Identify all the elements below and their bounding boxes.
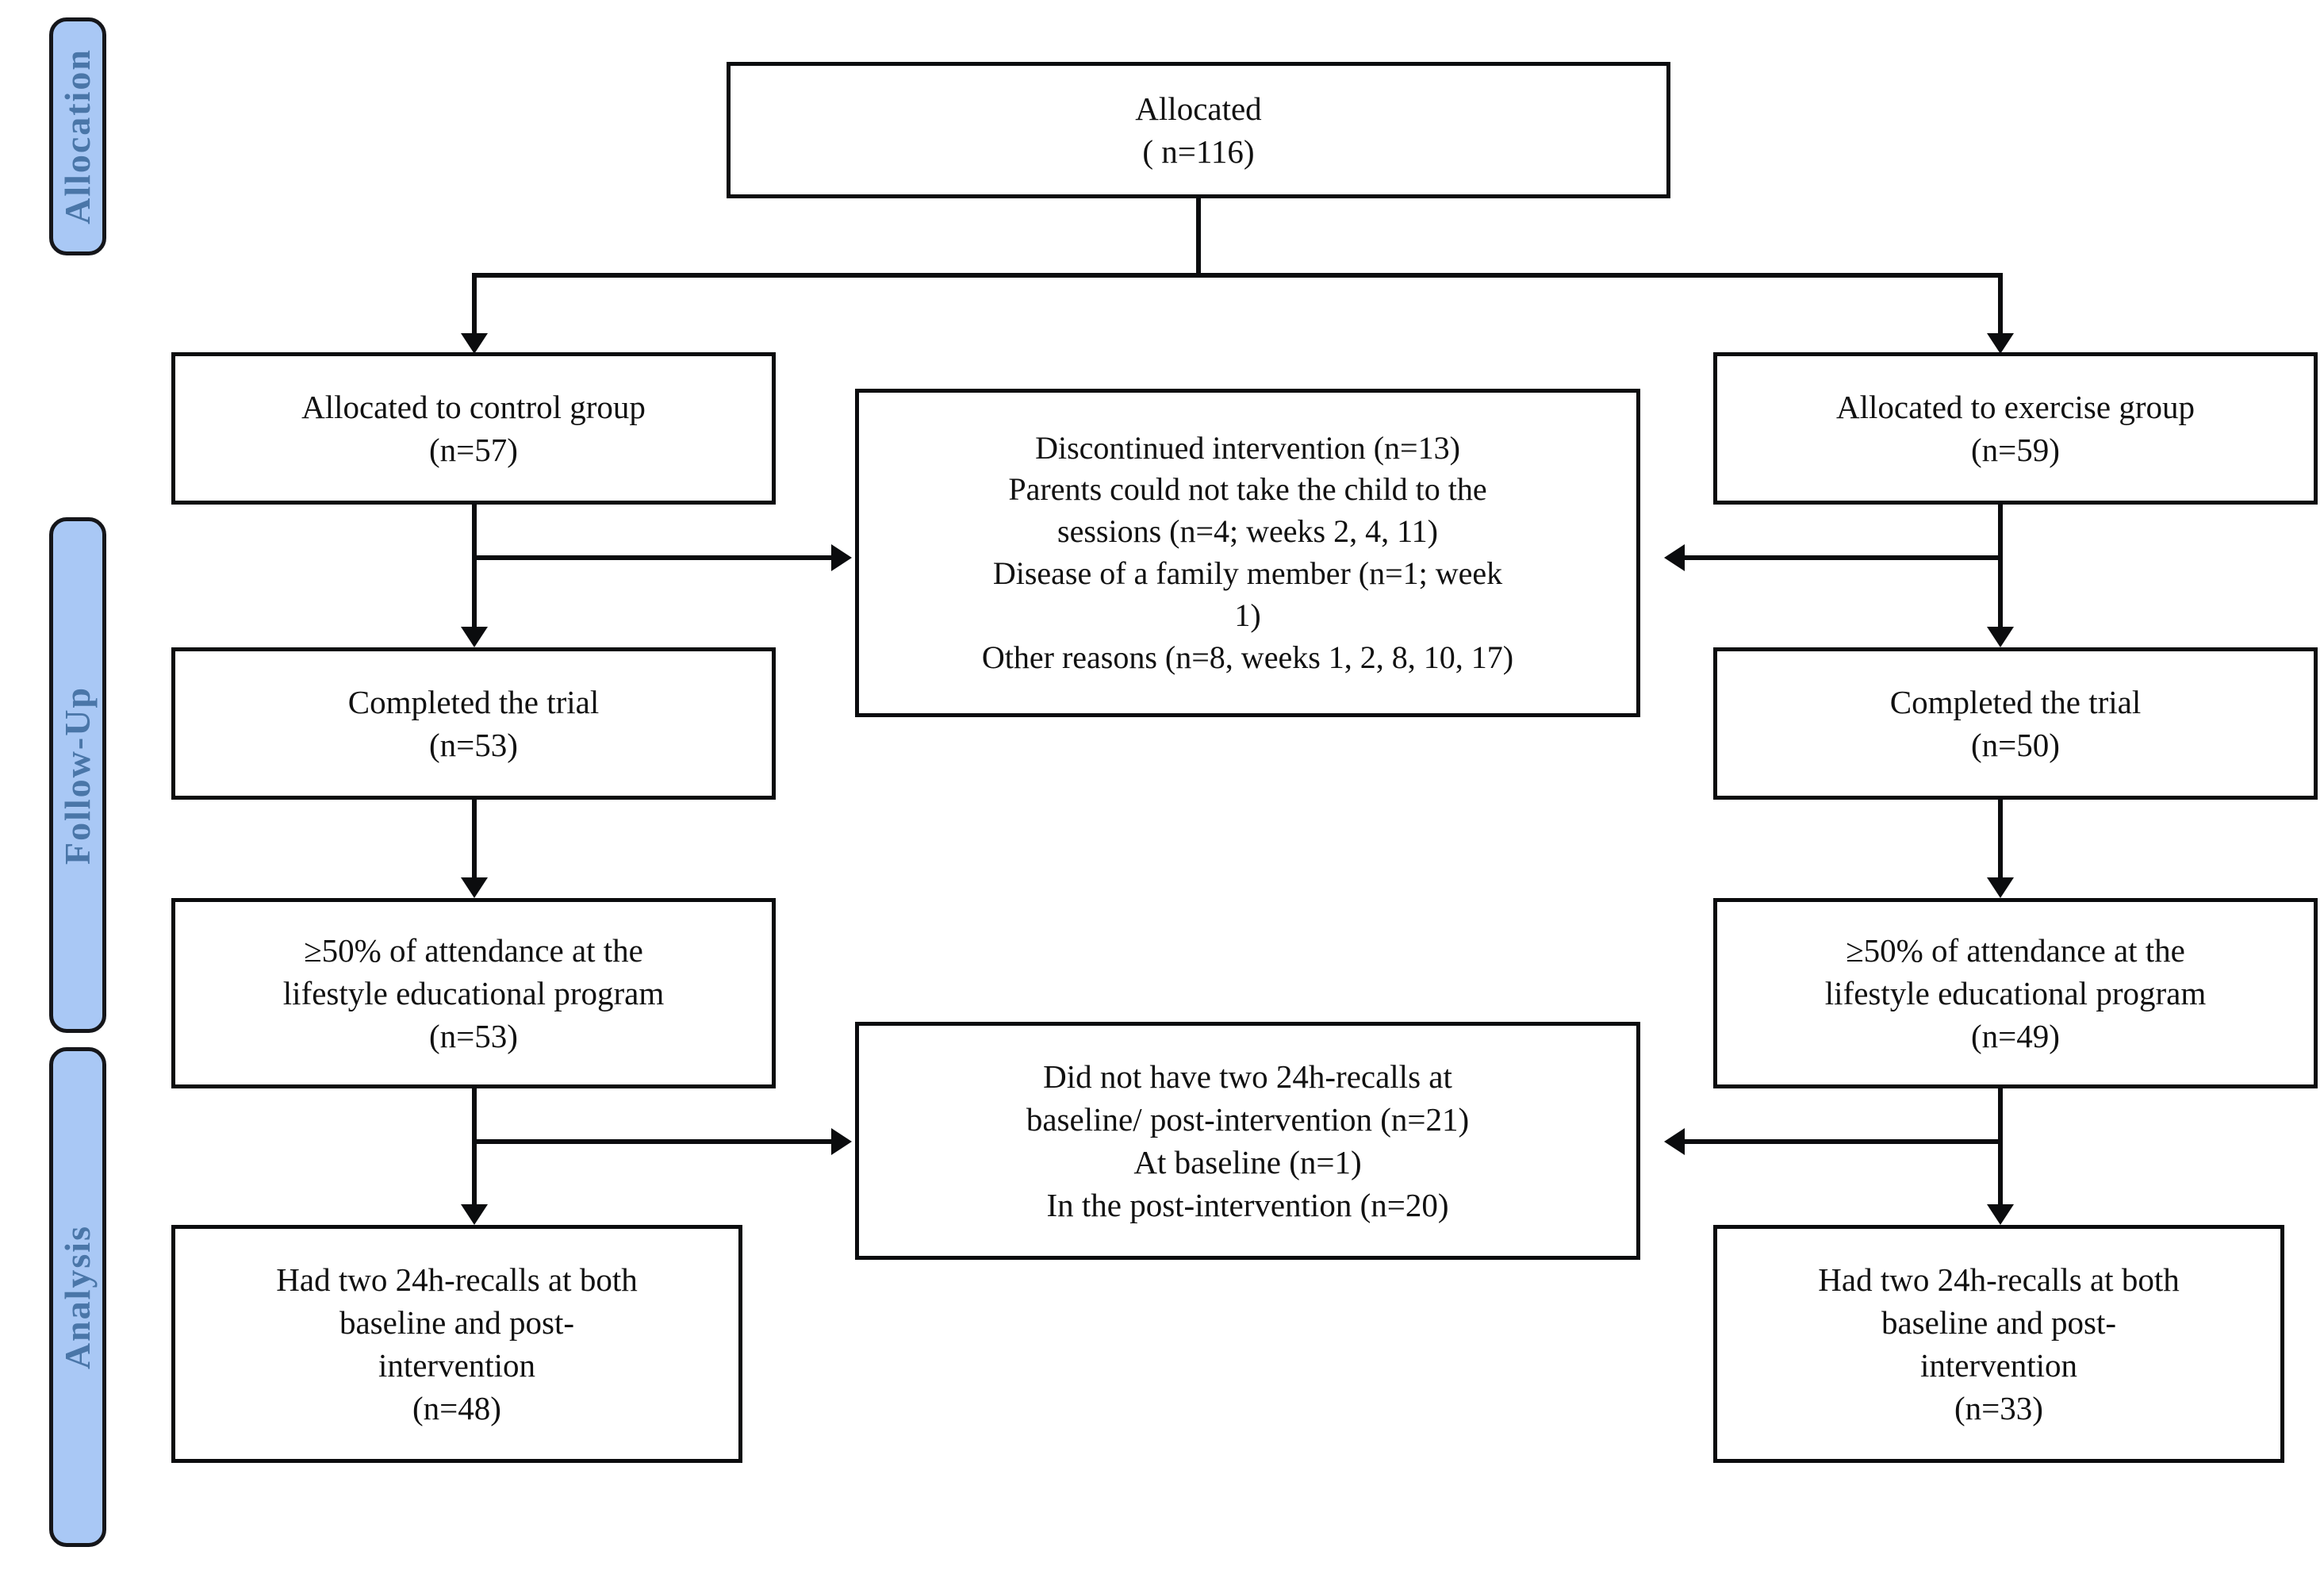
connector-exercise-alloc-stem xyxy=(1998,505,2003,631)
node-exercise-attendance-line-1: ≥50% of attendance at the xyxy=(1846,931,2185,969)
node-control-allocated-line-2: (n=57) xyxy=(429,432,518,468)
node-control-attendance-line-1: ≥50% of attendance at the xyxy=(304,931,643,969)
arrowhead-to-control-attendance xyxy=(461,877,488,898)
arrowhead-to-exercise-analysis xyxy=(1987,1204,2014,1225)
node-exercise-completed-line-1: Completed the trial xyxy=(1889,683,2142,720)
connector-control-completed-stem xyxy=(472,800,477,882)
node-no-recalls-line-3: At baseline (n=1) xyxy=(1133,1144,1362,1180)
arrowhead-exercise-to-no-recalls xyxy=(1664,1128,1685,1155)
node-control-analysis-line-2: baseline and post- xyxy=(339,1303,575,1341)
node-exercise-analysis-line-2: baseline and post- xyxy=(1881,1303,2117,1341)
stage-tab-follow-up-label: Follow-Up xyxy=(57,685,98,865)
node-discontinued-line-3: sessions (n=4; weeks 2, 4, 11) xyxy=(1057,513,1438,550)
connector-exercise-to-no-recalls xyxy=(1685,1139,2003,1144)
arrowhead-control-to-no-recalls xyxy=(831,1128,852,1155)
node-discontinued-intervention: Discontinued intervention (n=13) Parents… xyxy=(855,389,1640,717)
node-exercise-completed-line-2: (n=50) xyxy=(1971,727,2060,763)
arrowhead-to-exercise-completed xyxy=(1987,627,2014,647)
node-exercise-attendance: ≥50% of attendance at the lifestyle educ… xyxy=(1713,898,2318,1088)
node-control-completed-line-1: Completed the trial xyxy=(347,683,600,720)
stage-tab-analysis-label: Analysis xyxy=(57,1224,98,1370)
connector-allocated-stem xyxy=(1196,198,1201,278)
node-discontinued-line-4: Disease of a family member (n=1; week xyxy=(992,555,1503,591)
node-exercise-attendance-line-3: (n=49) xyxy=(1971,1018,2060,1055)
node-exercise-allocated: Allocated to exercise group (n=59) xyxy=(1713,352,2318,505)
node-control-allocated: Allocated to control group (n=57) xyxy=(171,352,776,505)
node-exercise-analysis-line-3: intervention xyxy=(1919,1347,2078,1384)
node-allocated: Allocated ( n=116) xyxy=(727,62,1670,198)
node-control-attendance-line-2: lifestyle educational program xyxy=(282,974,665,1011)
connector-exercise-to-discontinued xyxy=(1685,555,2003,560)
connector-control-to-discontinued xyxy=(472,555,831,560)
node-control-completed-line-2: (n=53) xyxy=(429,727,518,763)
node-no-recalls: Did not have two 24h-recalls at baseline… xyxy=(855,1022,1640,1260)
node-allocated-line-1: Allocated xyxy=(1135,90,1262,127)
connector-exercise-completed-stem xyxy=(1998,800,2003,882)
arrowhead-exercise-to-discontinued xyxy=(1664,544,1685,571)
node-discontinued-line-2: Parents could not take the child to the xyxy=(1008,471,1487,508)
node-control-analysis: Had two 24h-recalls at both baseline and… xyxy=(171,1225,742,1463)
node-no-recalls-line-1: Did not have two 24h-recalls at xyxy=(1043,1058,1452,1095)
node-exercise-allocated-line-1: Allocated to exercise group xyxy=(1836,388,2195,425)
stage-tab-follow-up: Follow-Up xyxy=(49,517,106,1033)
node-control-analysis-line-3: intervention xyxy=(378,1347,536,1384)
node-control-allocated-line-1: Allocated to control group xyxy=(301,388,646,425)
node-control-analysis-line-4: (n=48) xyxy=(412,1390,501,1427)
node-control-completed: Completed the trial (n=53) xyxy=(171,647,776,800)
node-exercise-attendance-line-2: lifestyle educational program xyxy=(1824,974,2207,1011)
arrowhead-to-control-analysis xyxy=(461,1204,488,1225)
node-exercise-allocated-line-2: (n=59) xyxy=(1971,432,2060,468)
connector-allocated-right-drop xyxy=(1998,273,2003,336)
arrowhead-to-exercise-attendance xyxy=(1987,877,2014,898)
stage-tab-analysis: Analysis xyxy=(49,1047,106,1547)
stage-tab-allocation: Allocation xyxy=(49,17,106,255)
connector-control-to-no-recalls xyxy=(472,1139,831,1144)
node-discontinued-line-6: Other reasons (n=8, weeks 1, 2, 8, 10, 1… xyxy=(981,639,1514,675)
node-no-recalls-line-2: baseline/ post-intervention (n=21) xyxy=(1026,1100,1470,1138)
node-exercise-analysis-line-1: Had two 24h-recalls at both xyxy=(1818,1261,2180,1298)
node-allocated-line-2: ( n=116) xyxy=(1142,133,1255,170)
node-control-attendance-line-3: (n=53) xyxy=(429,1018,518,1055)
arrowhead-to-exercise-alloc xyxy=(1987,333,2014,354)
node-control-attendance: ≥50% of attendance at the lifestyle educ… xyxy=(171,898,776,1088)
node-control-analysis-line-1: Had two 24h-recalls at both xyxy=(276,1261,638,1298)
node-exercise-completed: Completed the trial (n=50) xyxy=(1713,647,2318,800)
node-discontinued-line-1: Discontinued intervention (n=13) xyxy=(1035,429,1460,466)
node-discontinued-line-5: 1) xyxy=(1234,597,1261,633)
connector-exercise-attendance-stem xyxy=(1998,1088,2003,1209)
node-no-recalls-line-4: In the post-intervention (n=20) xyxy=(1046,1187,1449,1224)
node-exercise-analysis: Had two 24h-recalls at both baseline and… xyxy=(1713,1225,2284,1463)
connector-allocated-left-drop xyxy=(472,273,477,336)
arrowhead-to-control-completed xyxy=(461,627,488,647)
connector-allocated-tbar xyxy=(472,273,2003,278)
connector-control-attendance-stem xyxy=(472,1088,477,1209)
node-exercise-analysis-line-4: (n=33) xyxy=(1954,1390,2043,1427)
arrowhead-to-control-alloc xyxy=(461,333,488,354)
stage-tab-allocation-label: Allocation xyxy=(57,48,98,225)
arrowhead-control-to-discontinued xyxy=(831,544,852,571)
connector-control-alloc-stem xyxy=(472,505,477,631)
